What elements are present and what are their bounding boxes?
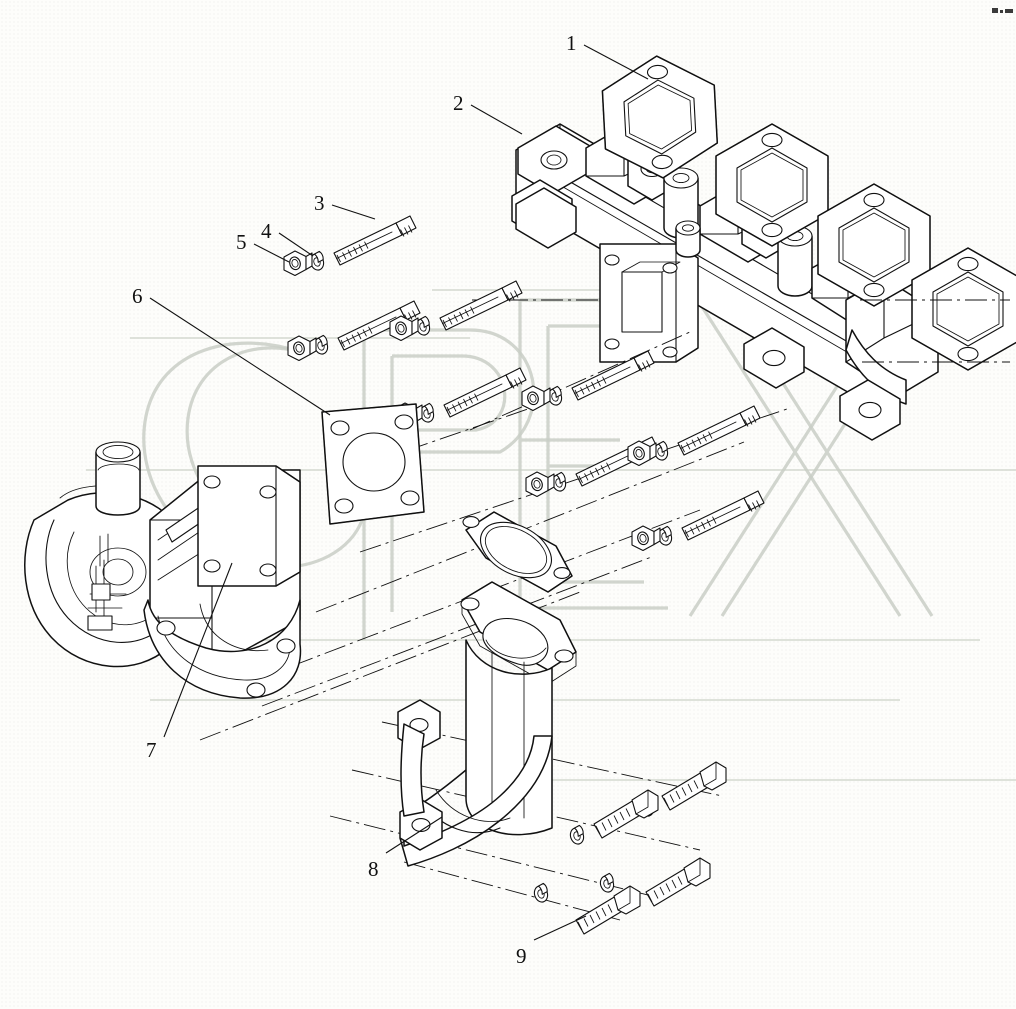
callout-number-6: 6: [132, 284, 143, 308]
manifold-stud: [333, 215, 417, 266]
callout-number-1: 1: [566, 31, 577, 55]
manifold-stud-nut: [389, 315, 419, 342]
manifold-stud: [439, 280, 523, 331]
elbow-fastener-set: [531, 761, 727, 935]
manifold-stud: [681, 490, 765, 541]
leader-line-9: [533, 915, 587, 941]
exhaust-elbow: [397, 581, 577, 867]
leader-line-2: [470, 104, 523, 135]
callout-leader-lines: [149, 44, 649, 941]
exhaust-manifold: [511, 123, 939, 441]
manifold-stud-nut: [283, 250, 313, 277]
scan-corner-mark: [992, 8, 1013, 13]
elbow-mounting-bolt: [593, 789, 659, 839]
manifold-stud-nut: [287, 335, 317, 362]
leader-line-4: [278, 232, 314, 257]
turbocharger: [24, 441, 302, 699]
leader-line-8: [385, 816, 443, 854]
callout-number-9: 9: [516, 944, 527, 968]
callout-number-2: 2: [453, 91, 464, 115]
callout-number-8: 8: [368, 857, 379, 881]
exhaust-elbow-gasket: [462, 511, 573, 593]
manifold-stud: [443, 367, 527, 418]
elbow-bolt-washer: [597, 872, 617, 895]
elbow-mounting-bolt: [661, 761, 727, 811]
elbow-mounting-bolt: [575, 885, 641, 935]
leader-line-1: [583, 44, 649, 80]
callout-number-7: 7: [146, 738, 157, 762]
elbow-mounting-bolt: [645, 857, 711, 907]
manifold-stud: [677, 405, 761, 456]
leader-line-3: [331, 204, 376, 220]
callout-number-4: 4: [261, 219, 272, 243]
callout-number-5: 5: [236, 230, 247, 254]
manifold-stud-nut: [521, 385, 551, 412]
leader-line-7: [163, 562, 233, 738]
elbow-bolt-washer: [567, 824, 587, 847]
callout-number-3: 3: [314, 191, 325, 215]
leader-line-5: [253, 243, 290, 263]
leader-line-6: [149, 297, 331, 416]
manifold-stud-nut: [631, 525, 661, 552]
manifold-stud-nut: [525, 471, 555, 498]
turbocharger-mounting-gasket: [321, 403, 425, 525]
